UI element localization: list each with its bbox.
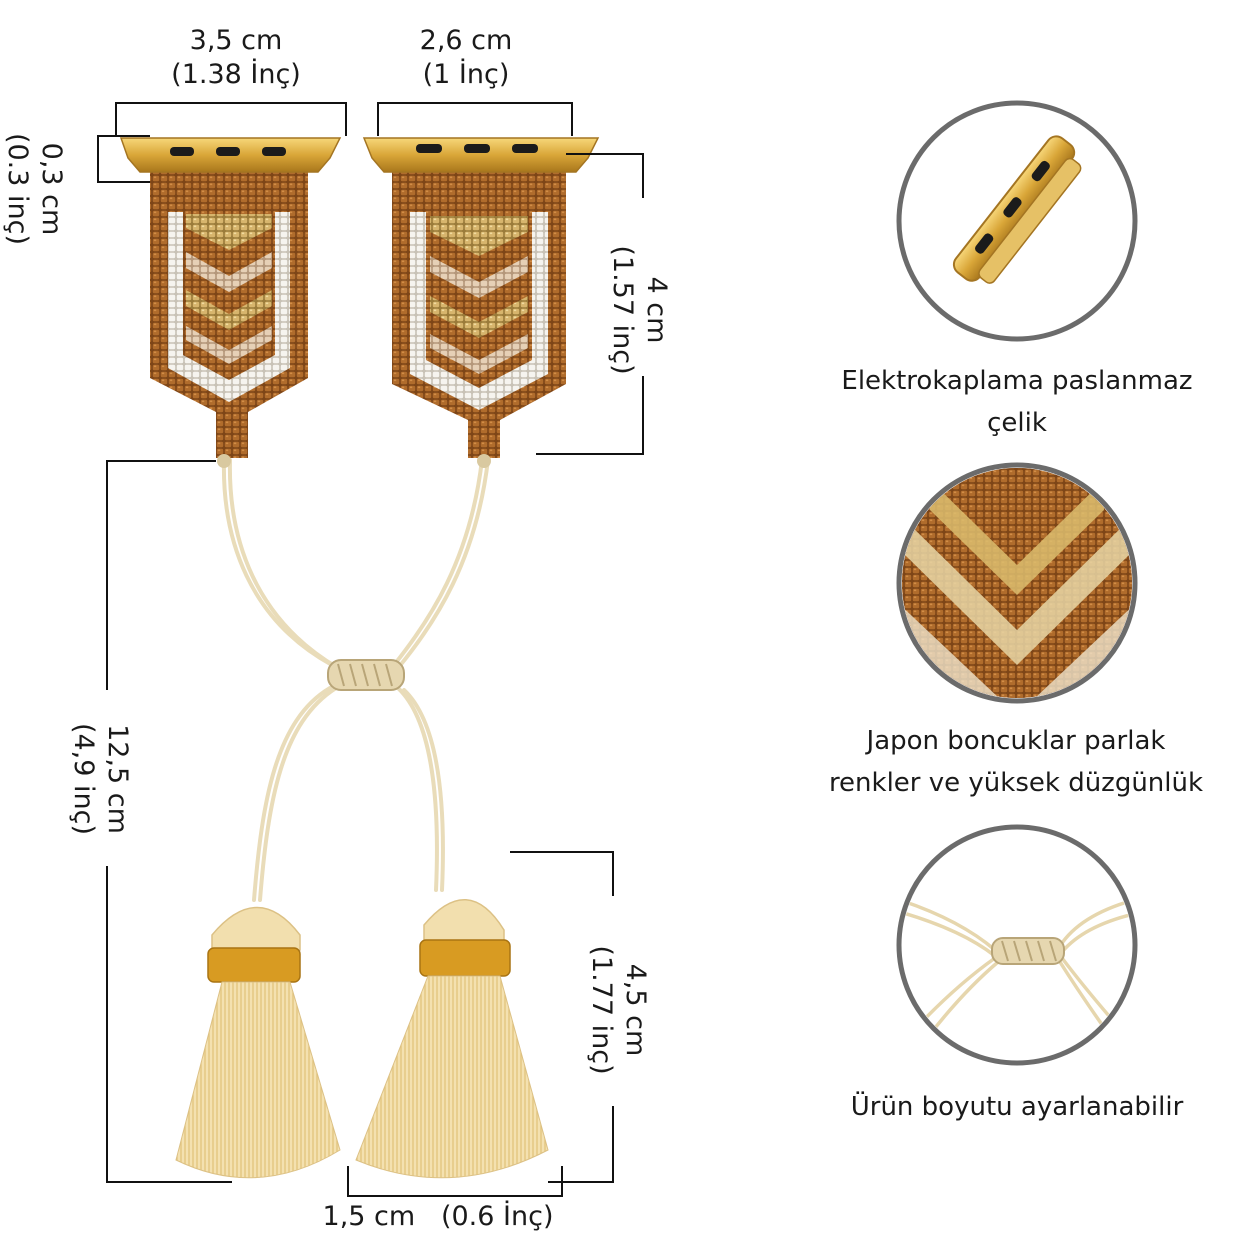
connector-height-imperial: (0.3 inç) — [2, 132, 33, 246]
left-end-knot — [217, 454, 231, 468]
left-beaded-band — [150, 158, 308, 458]
sliding-knot — [327, 659, 405, 691]
connector-height-metric: 0,3 cm — [36, 142, 67, 236]
feature-caption-adjustable: Ürün boyutu ayarlanabilir — [817, 1086, 1217, 1128]
tassel-width-imperial: (0.6 İnç) — [440, 1201, 554, 1232]
right-width-label: 2,6 cm (1 İnç) — [366, 24, 566, 92]
tassel-width-metric: 1,5 cm — [322, 1201, 416, 1232]
beaded-height-label: 4 cm (1.57 inç) — [605, 220, 673, 400]
right-end-knot — [477, 454, 491, 468]
feature-caption-adjustable-line1: Ürün boyutu ayarlanabilir — [850, 1092, 1184, 1122]
knot-closeup-icon — [896, 824, 1138, 1066]
feature-caption-beads-line2: renkler ve yüksek düzgünlük — [828, 768, 1204, 798]
left-width-label: 3,5 cm (1.38 İnç) — [136, 24, 336, 92]
left-width-metric: 3,5 cm — [189, 25, 283, 56]
cord-length-imperial: (4,9 inç) — [68, 722, 99, 836]
dimension-lines — [97, 102, 644, 1197]
tassel-length-metric: 4,5 cm — [620, 963, 651, 1057]
connector-closeup-icon — [896, 100, 1138, 342]
beaded-height-metric: 4 cm — [641, 276, 672, 344]
left-width-imperial: (1.38 İnç) — [171, 59, 301, 90]
left-connector — [119, 137, 342, 173]
cord-length-label: 12,5 cm (4,9 inç) — [66, 689, 134, 869]
right-beaded-band — [392, 158, 566, 458]
right-connector — [362, 137, 600, 173]
connector-height-label: 0,3 cm (0.3 inç) — [0, 119, 68, 259]
cord-length-metric: 12,5 cm — [102, 724, 133, 834]
adjustable-cords — [221, 458, 490, 902]
tassel-length-imperial: (1.77 inç) — [586, 945, 617, 1075]
right-width-metric: 2,6 cm — [419, 25, 513, 56]
feature-caption-beads: Japon boncuklar parlak renkler ve yüksek… — [808, 720, 1224, 804]
tassel-width-label: 1,5 cm (0.6 İnç) — [318, 1200, 558, 1234]
tassel-length-label: 4,5 cm (1.77 inç) — [584, 910, 652, 1110]
right-width-imperial: (1 İnç) — [422, 59, 510, 90]
left-tassel — [175, 906, 341, 1179]
feature-caption-steel-line2: çelik — [987, 408, 1047, 438]
feature-caption-steel-line1: Elektrokaplama paslanmaz — [841, 366, 1193, 396]
beaded-height-imperial: (1.57 inç) — [607, 245, 638, 375]
right-tassel — [355, 899, 549, 1179]
bead-closeup-icon — [896, 462, 1138, 704]
feature-caption-beads-line1: Japon boncuklar parlak — [866, 726, 1166, 756]
feature-caption-steel: Elektrokaplama paslanmaz çelik — [817, 360, 1217, 444]
